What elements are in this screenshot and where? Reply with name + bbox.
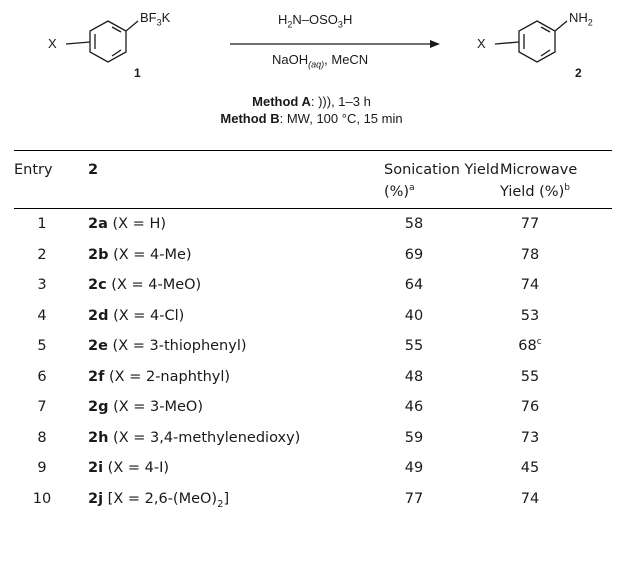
header-compound: 2	[88, 162, 99, 178]
method-b-line: Method B: MW, 100 °C, 15 min	[220, 111, 403, 126]
table-row: 1 2a (X = H) 58 77	[14, 209, 612, 240]
cell-compound: 2e (X = 3-thiophenyl)	[88, 338, 247, 354]
table-row: 3 2c (X = 4-MeO) 64 74	[14, 270, 612, 301]
reaction-scheme: X BF3K 1 H2N–OSO3H NaOH(aq), MeCN X NH2 …	[0, 0, 623, 140]
cell-microwave-yield: 53	[520, 307, 540, 324]
cell-sonication-yield: 59	[404, 429, 424, 446]
cell-entry: 5	[37, 338, 47, 354]
cell-entry: 7	[37, 399, 47, 415]
cell-entry: 6	[37, 368, 47, 385]
method-a-line: Method A: ))), 1–3 h	[252, 94, 371, 109]
cell-microwave-yield: 78	[520, 246, 540, 263]
table-row: 7 2g (X = 3-MeO) 46 76	[14, 392, 612, 423]
cell-microwave-yield: 74	[520, 490, 540, 507]
cell-sonication-yield: 77	[404, 490, 424, 507]
cell-sonication-yield: 48	[404, 368, 424, 385]
table-row: 5 2e (X = 3-thiophenyl) 55 68c	[14, 331, 612, 362]
cell-entry: 10	[32, 490, 52, 507]
cell-microwave-yield: 68c	[518, 337, 542, 354]
reactant-benzene-ring	[65, 20, 139, 63]
cell-entry: 8	[37, 429, 47, 446]
cell-sonication-yield: 69	[404, 246, 424, 263]
reactant-group-label: BF3K	[140, 10, 171, 28]
table-top-rule	[14, 150, 612, 151]
table-header-rule	[14, 208, 612, 209]
product-number: 2	[575, 66, 582, 80]
header-sonication: Sonication Yield(%)a	[384, 162, 500, 200]
cell-compound: 2j [X = 2,6-(MeO)2]	[88, 490, 230, 510]
product-group-label: NH2	[569, 10, 593, 28]
cell-compound: 2h (X = 3,4-methylenedioxy)	[88, 429, 301, 446]
cell-sonication-yield: 46	[404, 399, 424, 415]
cell-entry: 3	[37, 277, 47, 293]
reactant-substituent-label: X	[48, 36, 57, 51]
table-row: 10 2j [X = 2,6-(MeO)2] 77 74	[14, 484, 612, 515]
table-row: 2 2b (X = 4-Me) 69 78	[14, 240, 612, 271]
table-row: 4 2d (X = 4-Cl) 40 53	[14, 301, 612, 332]
cell-entry: 2	[37, 246, 47, 263]
reagent-top: H2N–OSO3H	[278, 12, 353, 30]
cell-entry: 1	[37, 216, 47, 232]
reaction-scheme-drawing	[65, 20, 568, 63]
cell-microwave-yield: 74	[520, 277, 540, 293]
product-substituent-label: X	[477, 36, 486, 51]
cell-sonication-yield: 49	[404, 460, 424, 476]
cell-compound: 2d (X = 4-Cl)	[88, 307, 185, 324]
reactant-number: 1	[134, 66, 141, 80]
cell-sonication-yield: 58	[404, 216, 424, 232]
cell-compound: 2b (X = 4-Me)	[88, 246, 192, 263]
cell-compound: 2i (X = 4-I)	[88, 460, 170, 476]
cell-microwave-yield: 77	[520, 216, 540, 232]
table-row: 6 2f (X = 2-naphthyl) 48 55	[14, 362, 612, 393]
reagent-bottom: NaOH(aq), MeCN	[272, 52, 369, 70]
cell-microwave-yield: 73	[520, 429, 540, 446]
reaction-arrow	[230, 40, 440, 48]
cell-compound: 2f (X = 2-naphthyl)	[88, 368, 231, 385]
cell-compound: 2c (X = 4-MeO)	[88, 277, 202, 293]
cell-microwave-yield: 76	[520, 399, 540, 415]
table-row: 8 2h (X = 3,4-methylenedioxy) 59 73	[14, 423, 612, 454]
cell-compound: 2a (X = H)	[88, 216, 167, 232]
cell-microwave-yield: 55	[520, 368, 540, 385]
product-benzene-ring	[494, 20, 568, 63]
cell-compound: 2g (X = 3-MeO)	[88, 399, 203, 415]
cell-entry: 4	[37, 307, 47, 324]
table-row: 9 2i (X = 4-I) 49 45	[14, 453, 612, 484]
cell-entry: 9	[37, 460, 47, 476]
header-entry: Entry	[14, 162, 53, 178]
cell-sonication-yield: 64	[404, 277, 424, 293]
cell-microwave-yield: 45	[520, 460, 540, 476]
cell-sonication-yield: 40	[404, 307, 424, 324]
cell-sonication-yield: 55	[404, 338, 424, 354]
